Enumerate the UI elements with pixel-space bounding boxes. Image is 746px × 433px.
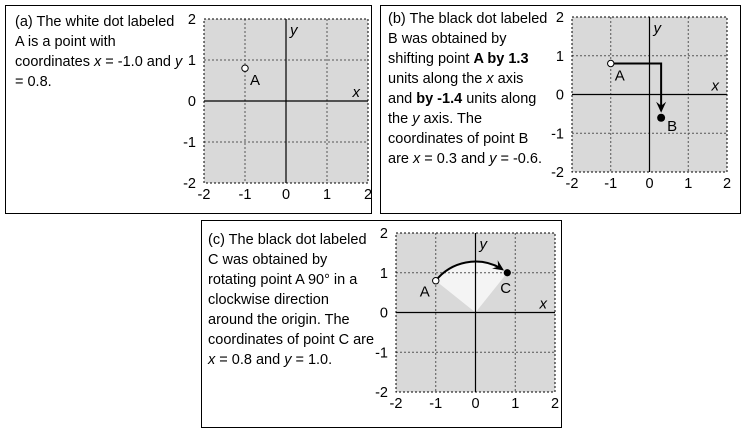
plot-b-y-axis-label: y xyxy=(653,20,663,37)
y-tick-label: 1 xyxy=(188,53,196,69)
y-tick-label: 0 xyxy=(188,94,196,110)
panel-a: (a) The white dot labeled A is a point w… xyxy=(5,5,372,214)
plot-a-x-tick-labels: -2 -1 0 1 2 xyxy=(198,187,372,203)
plot-a-y-axis-label: y xyxy=(289,22,299,39)
y-tick-label: -1 xyxy=(551,126,564,142)
x-tick-label: -1 xyxy=(239,187,252,203)
x-tick-label: -2 xyxy=(390,396,403,412)
plot-b-y-tick-labels: -2 -1 0 1 2 xyxy=(551,10,564,181)
plot-c-x-tick-labels: -2 -1 0 1 2 xyxy=(390,396,559,412)
point-a xyxy=(432,277,440,285)
x-tick-label: 2 xyxy=(551,396,559,412)
y-tick-label: 0 xyxy=(556,88,564,104)
y-tick-label: -1 xyxy=(375,345,388,361)
panel-b: (b) The black dot labeled B was obtained… xyxy=(380,5,741,214)
y-tick-label: -2 xyxy=(551,165,564,181)
y-tick-label: -1 xyxy=(183,135,196,151)
point-b xyxy=(657,113,666,122)
rotation-wedge xyxy=(435,261,508,313)
y-tick-label: 1 xyxy=(380,266,388,282)
point-a-label: A xyxy=(420,284,430,301)
point-c-label: C xyxy=(500,280,511,297)
point-a xyxy=(607,59,615,68)
plot-b-x-tick-labels: -2 -1 0 1 2 xyxy=(566,176,731,192)
plot-c: -2 -1 0 1 2 -2 -1 0 1 2 x y A C xyxy=(375,226,559,412)
point-c xyxy=(503,269,511,277)
rotation-arrow-head xyxy=(492,260,504,271)
rotation-arc xyxy=(434,260,502,282)
x-tick-label: 0 xyxy=(282,187,290,203)
x-tick-label: 0 xyxy=(645,176,653,192)
shift-arrow-head xyxy=(656,101,667,113)
plot-c-grid xyxy=(396,233,555,392)
y-tick-label: -2 xyxy=(183,176,196,192)
panel-b-caption: (b) The black dot labeled B was obtained… xyxy=(388,11,548,167)
plot-a-frame xyxy=(203,18,369,184)
x-tick-label: 2 xyxy=(723,176,731,192)
x-tick-label: 1 xyxy=(684,176,692,192)
point-b-label: B xyxy=(667,118,677,135)
point-a-label: A xyxy=(615,68,625,85)
y-tick-label: 0 xyxy=(380,306,388,322)
y-tick-label: 2 xyxy=(188,12,196,28)
point-a xyxy=(241,64,249,72)
plot-b-frame xyxy=(571,16,728,173)
plot-c-x-axis-label: x xyxy=(539,296,548,313)
plot-a-x-axis-label: x xyxy=(352,84,361,101)
y-tick-label: 1 xyxy=(556,49,564,65)
plot-a-y-tick-labels: -2 -1 0 1 2 xyxy=(183,12,196,192)
plot-c-frame xyxy=(395,232,556,393)
point-a-label: A xyxy=(250,72,260,89)
panel-a-caption: (a) The white dot labeled A is a point w… xyxy=(15,14,183,90)
x-tick-label: 1 xyxy=(323,187,331,203)
plot-a: -2 -1 0 1 2 -2 -1 0 1 2 x y A xyxy=(183,12,372,203)
shift-arrow-path xyxy=(610,62,663,108)
plot-c-y-tick-labels: -2 -1 0 1 2 xyxy=(375,226,388,401)
y-tick-label: 2 xyxy=(380,226,388,242)
panel-c: (c) The black dot labeled C was obtained… xyxy=(201,220,562,428)
plot-b-x-axis-label: x xyxy=(711,78,720,95)
x-tick-label: 2 xyxy=(364,187,372,203)
plot-b: -2 -1 0 1 2 -2 -1 0 1 2 x y A B xyxy=(551,10,731,192)
x-tick-label: 0 xyxy=(471,396,479,412)
x-tick-label: 1 xyxy=(511,396,519,412)
x-tick-label: -2 xyxy=(198,187,211,203)
panel-c-caption: (c) The black dot labeled C was obtained… xyxy=(208,232,375,368)
x-tick-label: -2 xyxy=(566,176,579,192)
y-tick-label: 2 xyxy=(556,10,564,26)
x-tick-label: -1 xyxy=(429,396,442,412)
plot-c-y-axis-label: y xyxy=(479,236,489,253)
y-tick-label: -2 xyxy=(375,385,388,401)
x-tick-label: -1 xyxy=(604,176,617,192)
